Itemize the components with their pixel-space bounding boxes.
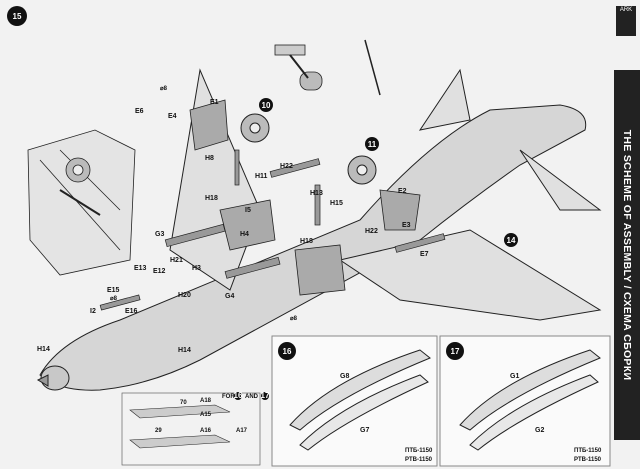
svg-text:AND: AND <box>245 394 259 400</box>
svg-text:G7: G7 <box>360 427 369 434</box>
svg-text:10: 10 <box>262 101 271 110</box>
svg-text:E16: E16 <box>125 308 138 315</box>
nose-gear-detail <box>274 39 381 96</box>
svg-text:G3: G3 <box>155 231 164 238</box>
svg-text:15: 15 <box>13 12 22 21</box>
svg-text:E12: E12 <box>153 268 166 275</box>
svg-text:A16: A16 <box>200 428 212 434</box>
drop-tank-box-16: 16 G8 G7 ПТБ-1150 PTB-1150 <box>271 335 438 467</box>
svg-text:H15: H15 <box>330 200 343 207</box>
svg-text:PTB-1150: PTB-1150 <box>405 457 433 463</box>
brand-logo: ARK <box>616 6 636 36</box>
svg-text:ПТБ-1150: ПТБ-1150 <box>405 448 433 454</box>
pylons <box>99 149 446 311</box>
svg-text:H11: H11 <box>255 173 268 180</box>
tank-fit-note: FOR 16 AND 17 70 A18 A16 A17 29 A15 <box>121 391 270 466</box>
svg-text:G1: G1 <box>510 373 519 380</box>
svg-text:G8: G8 <box>340 373 349 380</box>
svg-text:H18: H18 <box>300 238 313 245</box>
drop-tank-box-17: 17 G1 G2 ПТБ-1150 PTB-1150 <box>439 335 611 467</box>
svg-text:A17: A17 <box>236 428 248 434</box>
gear-detail-inset <box>27 129 136 276</box>
step-14: 14 <box>504 233 518 247</box>
svg-text:H20: H20 <box>178 292 191 299</box>
svg-text:16: 16 <box>283 347 292 356</box>
svg-text:FOR: FOR <box>222 394 235 400</box>
part-labels: E1 E6 E4 H8 H11 H22 H18 H4 G3 H21 H3 G4 … <box>37 86 429 354</box>
svg-text:H14: H14 <box>37 346 50 353</box>
svg-text:I2: I2 <box>90 308 96 315</box>
svg-text:E2: E2 <box>398 188 407 195</box>
svg-text:17: 17 <box>261 391 270 400</box>
svg-text:G2: G2 <box>535 427 544 434</box>
svg-text:A18: A18 <box>200 398 212 404</box>
svg-text:E1: E1 <box>210 99 219 106</box>
svg-text:70: 70 <box>180 400 187 406</box>
section-title-bar: THE SCHEME OF ASSEMBLY / СХЕМА СБОРКИ <box>614 70 640 440</box>
svg-text:14: 14 <box>507 236 516 245</box>
svg-text:11: 11 <box>368 140 377 149</box>
svg-text:PTB-1150: PTB-1150 <box>574 457 602 463</box>
svg-text:G4: G4 <box>225 293 234 300</box>
svg-text:H14: H14 <box>178 347 191 354</box>
svg-text:H13: H13 <box>310 190 323 197</box>
svg-text:ПТБ-1150: ПТБ-1150 <box>574 448 602 454</box>
step-number-15: 15 <box>7 6 27 26</box>
gear-bays <box>189 99 421 296</box>
svg-text:H22: H22 <box>365 228 378 235</box>
svg-text:E3: E3 <box>402 222 411 229</box>
svg-text:E4: E4 <box>168 113 177 120</box>
svg-text:17: 17 <box>451 347 460 356</box>
svg-text:I5: I5 <box>245 207 251 214</box>
fuselage <box>36 104 587 391</box>
svg-text:H4: H4 <box>240 231 249 238</box>
svg-text:E7: E7 <box>420 251 429 258</box>
main-wheel-11: 11 <box>347 137 379 185</box>
svg-text:⌀8: ⌀8 <box>290 316 298 322</box>
svg-text:⌀8: ⌀8 <box>160 86 168 92</box>
svg-text:E15: E15 <box>107 287 120 294</box>
svg-text:⌀8: ⌀8 <box>110 296 118 302</box>
main-wheel-10: 10 <box>240 98 273 143</box>
svg-text:E6: E6 <box>135 108 144 115</box>
svg-text:16: 16 <box>234 391 243 400</box>
svg-text:H22: H22 <box>280 163 293 170</box>
svg-text:A15: A15 <box>200 412 212 418</box>
svg-text:H3: H3 <box>192 265 201 272</box>
svg-text:H8: H8 <box>205 155 214 162</box>
section-title: THE SCHEME OF ASSEMBLY / СХЕМА СБОРКИ <box>621 129 633 381</box>
svg-text:29: 29 <box>155 428 162 434</box>
svg-text:E13: E13 <box>134 265 147 272</box>
svg-text:H21: H21 <box>170 257 183 264</box>
svg-text:H18: H18 <box>205 195 218 202</box>
